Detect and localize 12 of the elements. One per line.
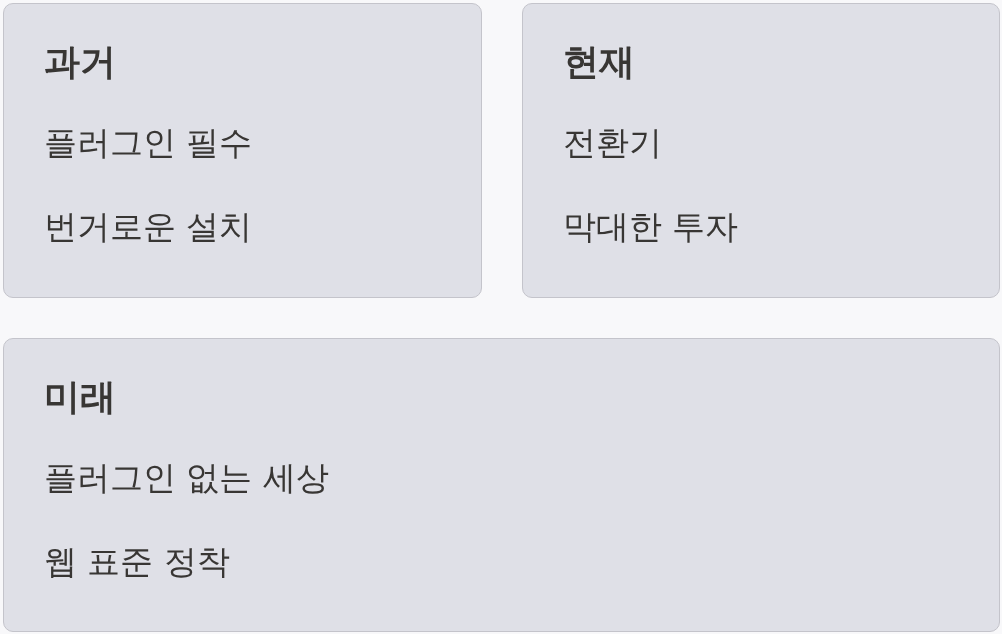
period-card (522, 3, 1000, 298)
card-item: 웹 표준 정착 (44, 541, 230, 583)
card-item: 막대한 투자 (563, 206, 739, 248)
card-heading: 현재 (563, 40, 635, 84)
period-card (3, 3, 482, 298)
card-item: 번거로운 설치 (44, 206, 253, 248)
card-item: 플러그인 필수 (44, 122, 253, 164)
card-item: 플러그인 없는 세상 (44, 457, 329, 499)
card-heading: 미래 (44, 375, 116, 419)
card-item: 전환기 (563, 122, 662, 164)
period-card (3, 338, 1000, 632)
card-heading: 과거 (44, 40, 116, 84)
